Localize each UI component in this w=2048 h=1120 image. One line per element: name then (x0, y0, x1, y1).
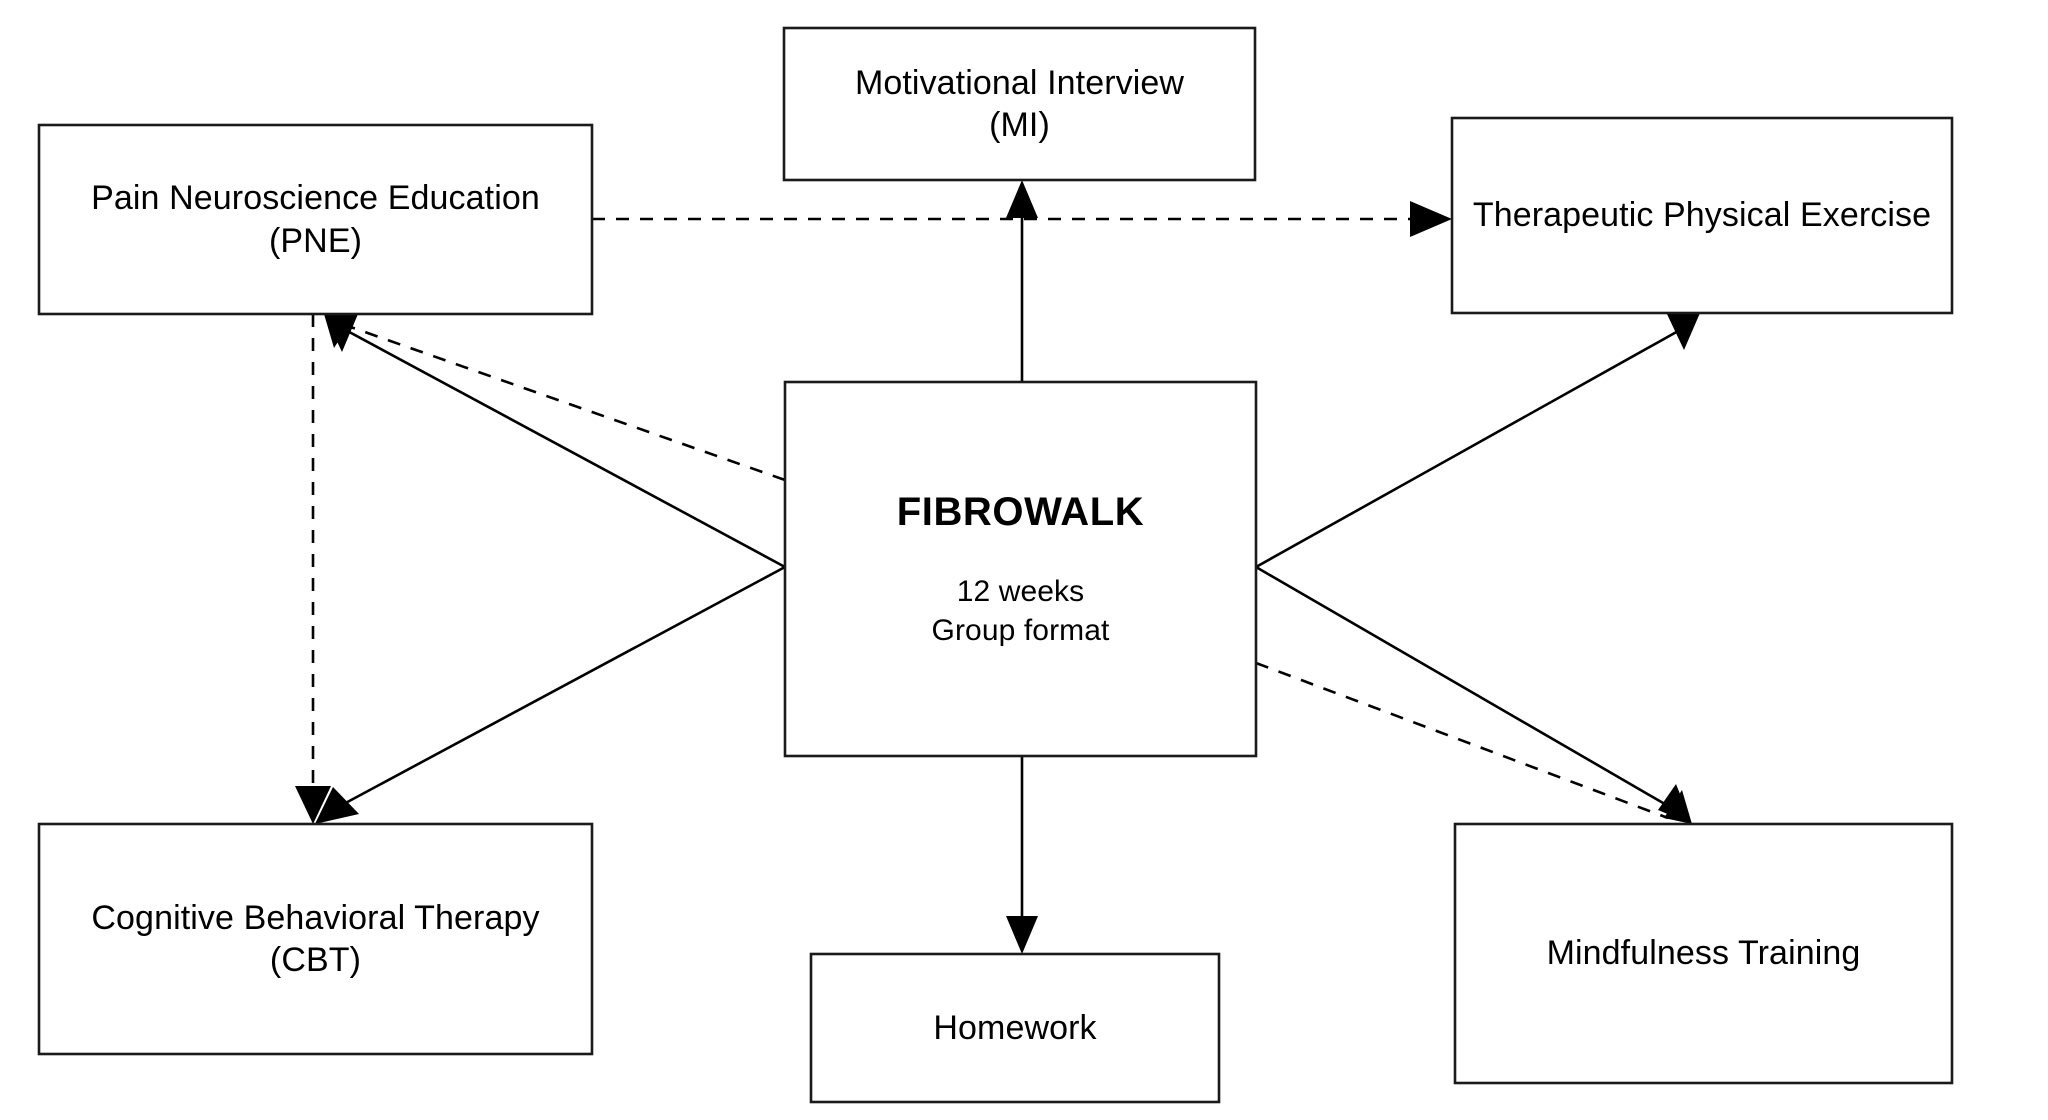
edge-fibrowalk-to-homework (1006, 756, 1038, 954)
edge-fibrowalk-to-tpe (1255, 312, 1700, 569)
edge-fibrowalk-to-mindfulness (1255, 565, 1692, 824)
arrow-head-icon (1006, 180, 1038, 218)
node-box-homework[interactable] (809, 952, 1221, 1104)
node-box-mi[interactable] (782, 26, 1257, 182)
edge-fibrowalk-to-mindfulness-dashed (1255, 661, 1692, 824)
node-box-fibrowalk[interactable] (783, 380, 1258, 758)
edge-fibrowalk-to-mi (1006, 180, 1038, 382)
edge-pne-to-tpe (592, 201, 1452, 237)
node-box-pne[interactable] (37, 123, 594, 316)
node-box-cbt[interactable] (37, 822, 594, 1056)
arrow-head-icon (1410, 201, 1452, 237)
node-box-mindfulness[interactable] (1453, 822, 1954, 1085)
arrow-head-icon (324, 314, 352, 348)
arrow-head-icon (1664, 790, 1692, 824)
arrow-head-icon (1006, 916, 1038, 954)
edge-fibrowalk-to-pne-dashed (324, 314, 786, 482)
arrow-head-icon (1666, 312, 1700, 350)
edge-fibrowalk-to-pne (324, 314, 786, 569)
edge-fibrowalk-to-cbt (315, 565, 786, 824)
edge-pne-to-cbt (295, 314, 331, 824)
arrow-head-icon (315, 787, 359, 824)
arrow-head-icon (295, 786, 331, 824)
node-box-tpe[interactable] (1450, 116, 1954, 315)
